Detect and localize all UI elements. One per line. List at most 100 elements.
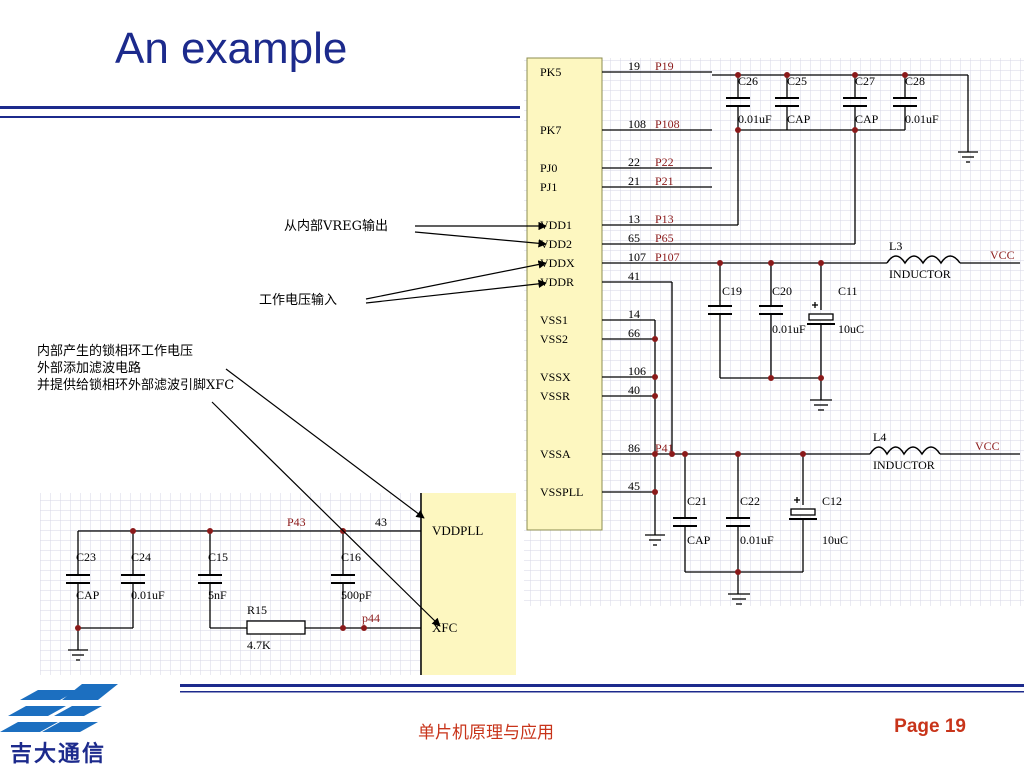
cap-value: CAP bbox=[787, 112, 811, 126]
page-number: 19 bbox=[944, 716, 966, 737]
cap-ref: C21 bbox=[687, 494, 708, 508]
cap-ref: C22 bbox=[740, 494, 761, 508]
cap-ref: C25 bbox=[787, 74, 808, 88]
cap-ref: C23 bbox=[76, 550, 97, 564]
pin-name: VSSX bbox=[540, 370, 571, 384]
pin-name: PJ1 bbox=[540, 180, 558, 194]
pin-net: P41 bbox=[655, 441, 674, 455]
company-logo-text: 吉大通信 bbox=[10, 742, 107, 767]
inductor-value: INDUCTOR bbox=[873, 458, 935, 472]
pin-number: 108 bbox=[628, 117, 646, 131]
pin-name: PK5 bbox=[540, 65, 562, 79]
cap-ref: C28 bbox=[905, 74, 926, 88]
pin-number: 13 bbox=[628, 212, 640, 226]
pin-number: 65 bbox=[628, 231, 640, 245]
cap-ref: C24 bbox=[131, 550, 152, 564]
pin-number: 43 bbox=[375, 515, 387, 529]
cap-ref: C15 bbox=[208, 550, 229, 564]
pin-name: VSSR bbox=[540, 389, 571, 403]
cap-value: CAP bbox=[855, 112, 879, 126]
page-label: Page bbox=[894, 716, 940, 737]
pll-capacitor-plates bbox=[66, 574, 355, 584]
pin-net: P21 bbox=[655, 174, 674, 188]
pin-name: VDDX bbox=[540, 256, 575, 270]
footer-rule bbox=[180, 684, 1024, 693]
pin-number: 107 bbox=[628, 250, 646, 264]
pin-name: VDD2 bbox=[540, 237, 572, 251]
net-label: p44 bbox=[362, 611, 380, 625]
pll-wires bbox=[68, 530, 421, 661]
page-indicator: Page 19 bbox=[894, 716, 966, 738]
cap-value: 0.01uF bbox=[740, 533, 774, 547]
pin-number: 14 bbox=[628, 307, 640, 321]
pin-name: VSSPLL bbox=[540, 485, 584, 499]
pin-name: PJ0 bbox=[540, 161, 558, 175]
resistor-r15 bbox=[246, 620, 306, 635]
cap-ref: C26 bbox=[738, 74, 759, 88]
cap-ref: C27 bbox=[855, 74, 876, 88]
annotation-pll-line3: 并提供给锁相环外部滤波引脚XFC bbox=[37, 378, 235, 393]
cap-value: CAP bbox=[687, 533, 711, 547]
main-schematic-grid bbox=[524, 58, 1024, 606]
pin-number: 40 bbox=[628, 383, 640, 397]
pin-number: 22 bbox=[628, 155, 640, 169]
pin-name: VSS2 bbox=[540, 332, 569, 346]
slide-title: An example bbox=[115, 24, 348, 73]
pin-net: P108 bbox=[655, 117, 680, 131]
main-junctions bbox=[652, 72, 908, 575]
inductor-ref: L3 bbox=[889, 239, 903, 253]
cap-value: 500pF bbox=[341, 588, 372, 602]
pin-name: VSS1 bbox=[540, 313, 569, 327]
annotation-supply: 工作电压输入 bbox=[259, 293, 338, 308]
title-rule-bottom bbox=[0, 116, 520, 118]
net-label: VCC bbox=[975, 439, 1000, 453]
annotation-pll-line2: 外部添加滤波电路 bbox=[37, 361, 142, 376]
pin-number: 66 bbox=[628, 326, 640, 340]
pin-number: 106 bbox=[628, 364, 646, 378]
cap-value: 5nF bbox=[208, 588, 227, 602]
pin-name: VSSA bbox=[540, 447, 571, 461]
title-rule-top bbox=[0, 106, 520, 109]
pin-net: P65 bbox=[655, 231, 674, 245]
company-logo-icon bbox=[0, 684, 118, 732]
cap-value: 0.01uF bbox=[905, 112, 939, 126]
footer-course-title: 单片机原理与应用 bbox=[418, 723, 554, 743]
cap-value: CAP bbox=[76, 588, 100, 602]
net-label: P43 bbox=[287, 515, 306, 529]
main-capacitor-plates bbox=[673, 97, 917, 527]
cap-value: 0.01uF bbox=[772, 322, 806, 336]
cap-value: 0.01uF bbox=[738, 112, 772, 126]
pll-chip-body bbox=[421, 493, 516, 675]
resistor-value: 4.7K bbox=[247, 638, 271, 652]
cap-ref: C20 bbox=[772, 284, 793, 298]
pin-number: 45 bbox=[628, 479, 640, 493]
pin-net: P107 bbox=[655, 250, 680, 264]
resistor-ref: R15 bbox=[247, 603, 268, 617]
cap-ref: C16 bbox=[341, 550, 362, 564]
cap-value: 10uC bbox=[822, 533, 849, 547]
pin-name: PK7 bbox=[540, 123, 562, 137]
cap-value: 0.01uF bbox=[131, 588, 165, 602]
pin-number: 19 bbox=[628, 59, 640, 73]
pin-number: 41 bbox=[628, 269, 640, 283]
inductor-coils bbox=[869, 255, 961, 456]
cap-value: 10uC bbox=[838, 322, 865, 336]
pin-net: P19 bbox=[655, 59, 674, 73]
annotation-arrows bbox=[211, 221, 547, 627]
annotation-vreg: 从内部VREG输出 bbox=[284, 219, 389, 234]
pin-name: VDD1 bbox=[540, 218, 572, 232]
cap-ref: C11 bbox=[838, 284, 858, 298]
pin-number: 21 bbox=[628, 174, 640, 188]
pin-number: 86 bbox=[628, 441, 640, 455]
inductor-ref: L4 bbox=[873, 430, 887, 444]
cap-ref: C19 bbox=[722, 284, 743, 298]
mcu-chip-body bbox=[526, 57, 603, 531]
pin-name: VDDPLL bbox=[432, 523, 484, 538]
pin-net: P22 bbox=[655, 155, 674, 169]
cap-ref: C12 bbox=[822, 494, 843, 508]
pin-name: XFC bbox=[432, 620, 458, 635]
pin-net: P13 bbox=[655, 212, 674, 226]
pin-name: VDDR bbox=[540, 275, 575, 289]
electrolytic-caps bbox=[789, 302, 835, 520]
